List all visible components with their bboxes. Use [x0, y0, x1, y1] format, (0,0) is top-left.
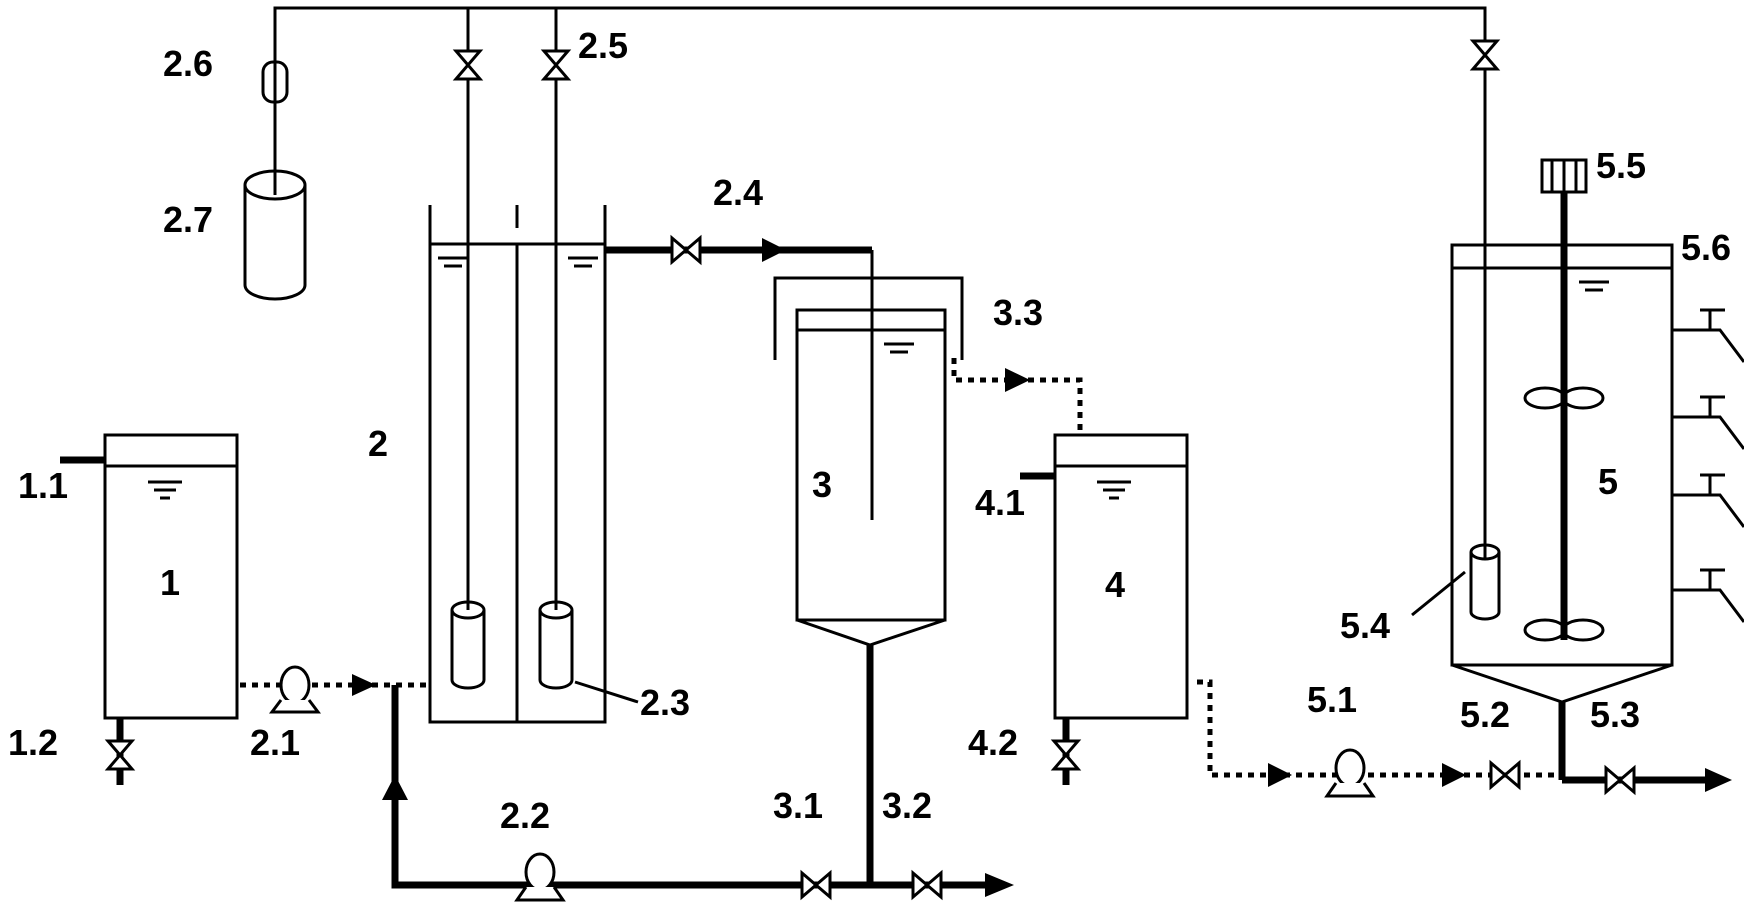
label-5: 5: [1598, 461, 1618, 502]
gas-cylinder-2-7: [243, 169, 307, 301]
recycle-line-2-2: [382, 685, 872, 902]
label-1: 1: [160, 562, 180, 603]
diffuser-left: [450, 600, 486, 690]
drain-valve-1-2: [106, 739, 134, 771]
tank-4: [1020, 433, 1189, 785]
label-3-2: 3.2: [882, 785, 932, 826]
label-2-3: 2.3: [640, 682, 690, 723]
label-5-5: 5.5: [1596, 145, 1646, 186]
feed-line-5-1: [1197, 679, 1562, 798]
overflow-line-3-to-4: [951, 358, 1083, 435]
label-1-1: 1.1: [18, 465, 68, 506]
outlet-pipe-2-4: [605, 236, 874, 520]
label-3-3: 3.3: [993, 292, 1043, 333]
valve-3-2: [911, 871, 943, 899]
gas-valve-2-5: [542, 49, 570, 81]
label-3: 3: [812, 464, 832, 505]
label-2: 2: [368, 423, 388, 464]
label-2-5: 2.5: [578, 25, 628, 66]
label-3-1: 3.1: [773, 785, 823, 826]
gas-valve-reactor5: [1471, 39, 1499, 71]
diffuser-5-4: [1469, 543, 1501, 621]
label-5-3: 5.3: [1590, 694, 1640, 735]
label-2-1: 2.1: [250, 722, 300, 763]
stirrer-5-5: [1523, 158, 1605, 642]
valve-5-3: [1604, 766, 1636, 794]
valve-5-2: [1489, 761, 1521, 789]
valve-3-1: [800, 871, 832, 899]
label-5-4: 5.4: [1340, 605, 1390, 646]
label-5-6: 5.6: [1681, 227, 1731, 268]
label-2-2: 2.2: [500, 795, 550, 836]
gas-header-pipe: [273, 6, 1487, 560]
gas-valve-left: [454, 49, 482, 81]
labels: 1 1.1 1.2 2 2.1 2.2 2.3 2.4 2.5 2.6 2.7 …: [8, 25, 1731, 836]
diffuser-2-3: [538, 600, 574, 690]
label-2-4: 2.4: [713, 172, 763, 213]
gas-flowmeter-2-6: [261, 60, 289, 104]
pump-5-1: [1324, 748, 1376, 798]
label-2-6: 2.6: [163, 43, 213, 84]
feed-line-2-1: [240, 665, 430, 714]
label-4: 4: [1105, 564, 1125, 605]
settler-3: [773, 276, 1014, 899]
label-1-2: 1.2: [8, 722, 58, 763]
sampling-taps-5-6: [1672, 308, 1744, 623]
label-4-2: 4.2: [968, 722, 1018, 763]
reactor-5: [1411, 158, 1744, 794]
label-4-1: 4.1: [975, 482, 1025, 523]
valve-2-4: [670, 236, 702, 264]
tank-1: [60, 433, 239, 785]
label-5-1: 5.1: [1307, 679, 1357, 720]
pump-2-1: [269, 665, 321, 714]
reactor-2: [428, 205, 639, 724]
pump-2-2: [514, 852, 566, 902]
label-2-7: 2.7: [163, 199, 213, 240]
label-5-2: 5.2: [1460, 694, 1510, 735]
weir-3-3: [773, 276, 964, 360]
drain-valve-4-2: [1052, 739, 1080, 771]
